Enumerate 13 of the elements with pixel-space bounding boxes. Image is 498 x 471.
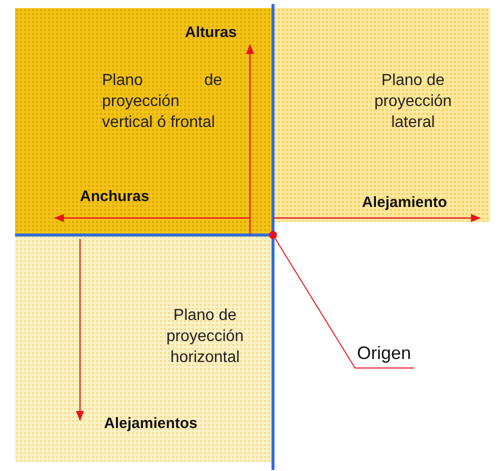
lateral-plane [273,8,490,222]
axis-label: Alejamiento [362,194,448,211]
plane-label: Plano de proyección vertical ó frontal [102,71,222,133]
axis-label: Alejamientos [104,415,198,432]
horizontal-plane [15,235,273,462]
origin-point [269,231,277,239]
plane-label: Plano de proyección lateral [373,71,453,133]
axis-label: Anchuras [80,188,150,205]
origin-label: Origen [357,343,412,364]
leader-line [274,238,415,368]
vertical-plane [15,8,273,235]
plane-label: Plano de proyección horizontal [165,306,245,368]
axis-label: Alturas [185,24,237,41]
